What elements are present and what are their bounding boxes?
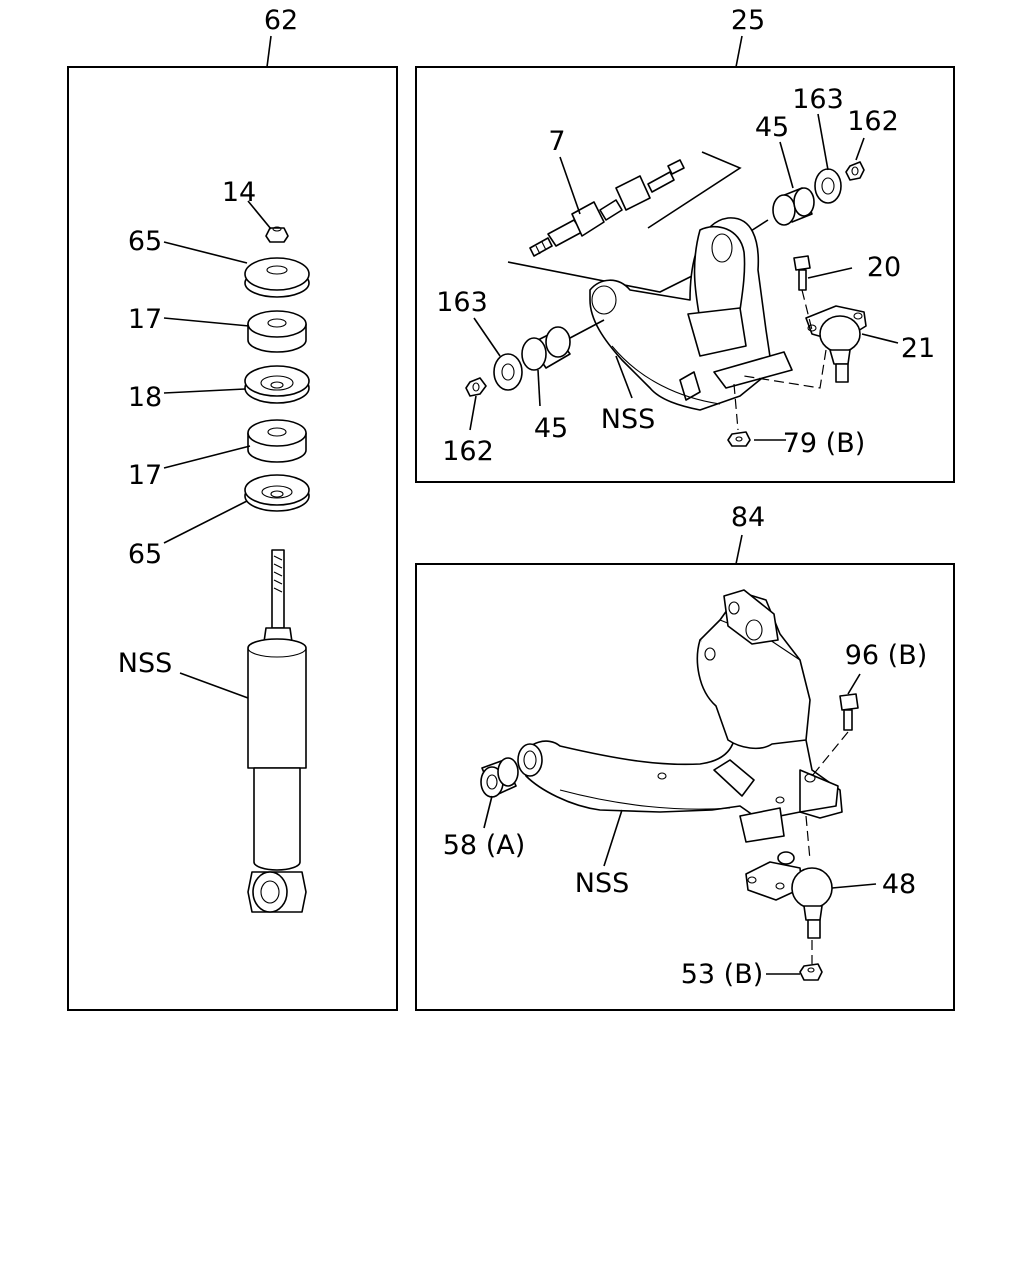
upper-arm-drawing bbox=[589, 217, 793, 411]
bolt-96b-drawing bbox=[839, 693, 859, 731]
group-label-shock-absorber: 62 bbox=[264, 5, 298, 36]
lower-arm-frame bbox=[415, 563, 955, 1011]
ball-joint-21-drawing bbox=[805, 305, 867, 383]
bushing-17-top-drawing bbox=[247, 310, 307, 353]
nut-53b-drawing bbox=[799, 963, 823, 981]
bushing-45-right-drawing bbox=[772, 187, 815, 226]
washer-163-right-drawing bbox=[814, 168, 842, 204]
callout-ball-joint-21: 21 bbox=[901, 333, 935, 364]
group-leader-line bbox=[735, 35, 743, 68]
callout-shock-nss: NSS bbox=[118, 648, 172, 679]
lower-arm-group: 84 bbox=[415, 502, 955, 1011]
callout-shaft-7: 7 bbox=[548, 126, 565, 157]
group-leader-line bbox=[735, 534, 743, 565]
assembly-dash-line bbox=[805, 815, 811, 861]
callout-nut-79b: 79 (B) bbox=[783, 428, 866, 459]
callout-washer-65-bottom: 65 bbox=[128, 539, 162, 570]
callout-bushing-58a: 58 (A) bbox=[443, 830, 525, 861]
bushing-58a-drawing bbox=[480, 757, 519, 798]
upper-arm-frame bbox=[415, 66, 955, 483]
nut-14-drawing bbox=[265, 226, 289, 243]
callout-bushing-45-right: 45 bbox=[755, 112, 789, 143]
bolt-20-drawing bbox=[793, 255, 811, 291]
ball-joint-48-drawing bbox=[745, 851, 833, 939]
group-label-lower-arm: 84 bbox=[731, 502, 765, 533]
washer-65-bottom-drawing bbox=[244, 474, 310, 512]
shaft-guide-line bbox=[647, 151, 742, 229]
washer-65-top-drawing bbox=[244, 257, 310, 298]
callout-nut-162-left: 162 bbox=[442, 436, 494, 467]
shock-leader-lines bbox=[163, 200, 272, 699]
shaft-7-drawing bbox=[529, 159, 685, 257]
shock-absorber-drawing bbox=[247, 549, 307, 913]
nut-162-left-drawing bbox=[465, 377, 487, 397]
shock-absorber-parts bbox=[244, 226, 310, 913]
assembly-dash-line bbox=[811, 731, 849, 777]
assembly-dash-line bbox=[733, 383, 739, 431]
upper-arm-group: 25 bbox=[415, 5, 955, 483]
shock-absorber-frame bbox=[67, 66, 398, 1011]
lower-leader-lines bbox=[483, 673, 877, 975]
lower-callouts: 96 (B) 58 (A) NSS 48 53 (B) bbox=[443, 640, 928, 990]
shock-callouts: 14 65 17 18 17 65 NSS bbox=[118, 177, 256, 679]
callout-lower-arm-nss: NSS bbox=[575, 868, 629, 899]
callout-bolt-96b: 96 (B) bbox=[845, 640, 928, 671]
callout-ball-joint-48: 48 bbox=[882, 869, 916, 900]
callout-upper-arm-nss: NSS bbox=[601, 404, 655, 435]
callout-bushing-17-bottom: 17 bbox=[128, 460, 162, 491]
lower-arm-parts bbox=[480, 589, 859, 981]
nut-162-right-drawing bbox=[845, 161, 865, 181]
lower-arm-drawing bbox=[517, 589, 843, 843]
callout-bolt-20: 20 bbox=[867, 252, 901, 283]
washer-163-left-drawing bbox=[493, 353, 523, 391]
shock-absorber-group: 62 bbox=[67, 5, 398, 1011]
assembly-dash-line bbox=[801, 289, 813, 331]
plate-18-drawing bbox=[244, 365, 310, 404]
callout-washer-65-top: 65 bbox=[128, 226, 162, 257]
callout-nut-162-right: 162 bbox=[847, 106, 899, 137]
callout-bushing-45-left: 45 bbox=[534, 413, 568, 444]
bushing-17-bottom-drawing bbox=[247, 419, 307, 463]
callout-nut-53b: 53 (B) bbox=[681, 959, 764, 990]
group-leader-line bbox=[266, 35, 272, 68]
callout-washer-163-left: 163 bbox=[436, 287, 488, 318]
callout-plate-18: 18 bbox=[128, 382, 162, 413]
upper-callouts: 7 45 163 162 20 21 163 162 45 NSS 79 (B) bbox=[436, 84, 935, 467]
upper-arm-parts bbox=[465, 151, 867, 447]
callout-washer-163-right: 163 bbox=[792, 84, 844, 115]
group-label-upper-arm: 25 bbox=[731, 5, 765, 36]
assembly-dash-line bbox=[743, 349, 827, 389]
callout-nut-14: 14 bbox=[222, 177, 256, 208]
upper-leader-lines bbox=[469, 113, 899, 441]
nut-79b-drawing bbox=[727, 431, 751, 447]
bushing-45-left-drawing bbox=[521, 319, 605, 371]
callout-bushing-17-top: 17 bbox=[128, 304, 162, 335]
